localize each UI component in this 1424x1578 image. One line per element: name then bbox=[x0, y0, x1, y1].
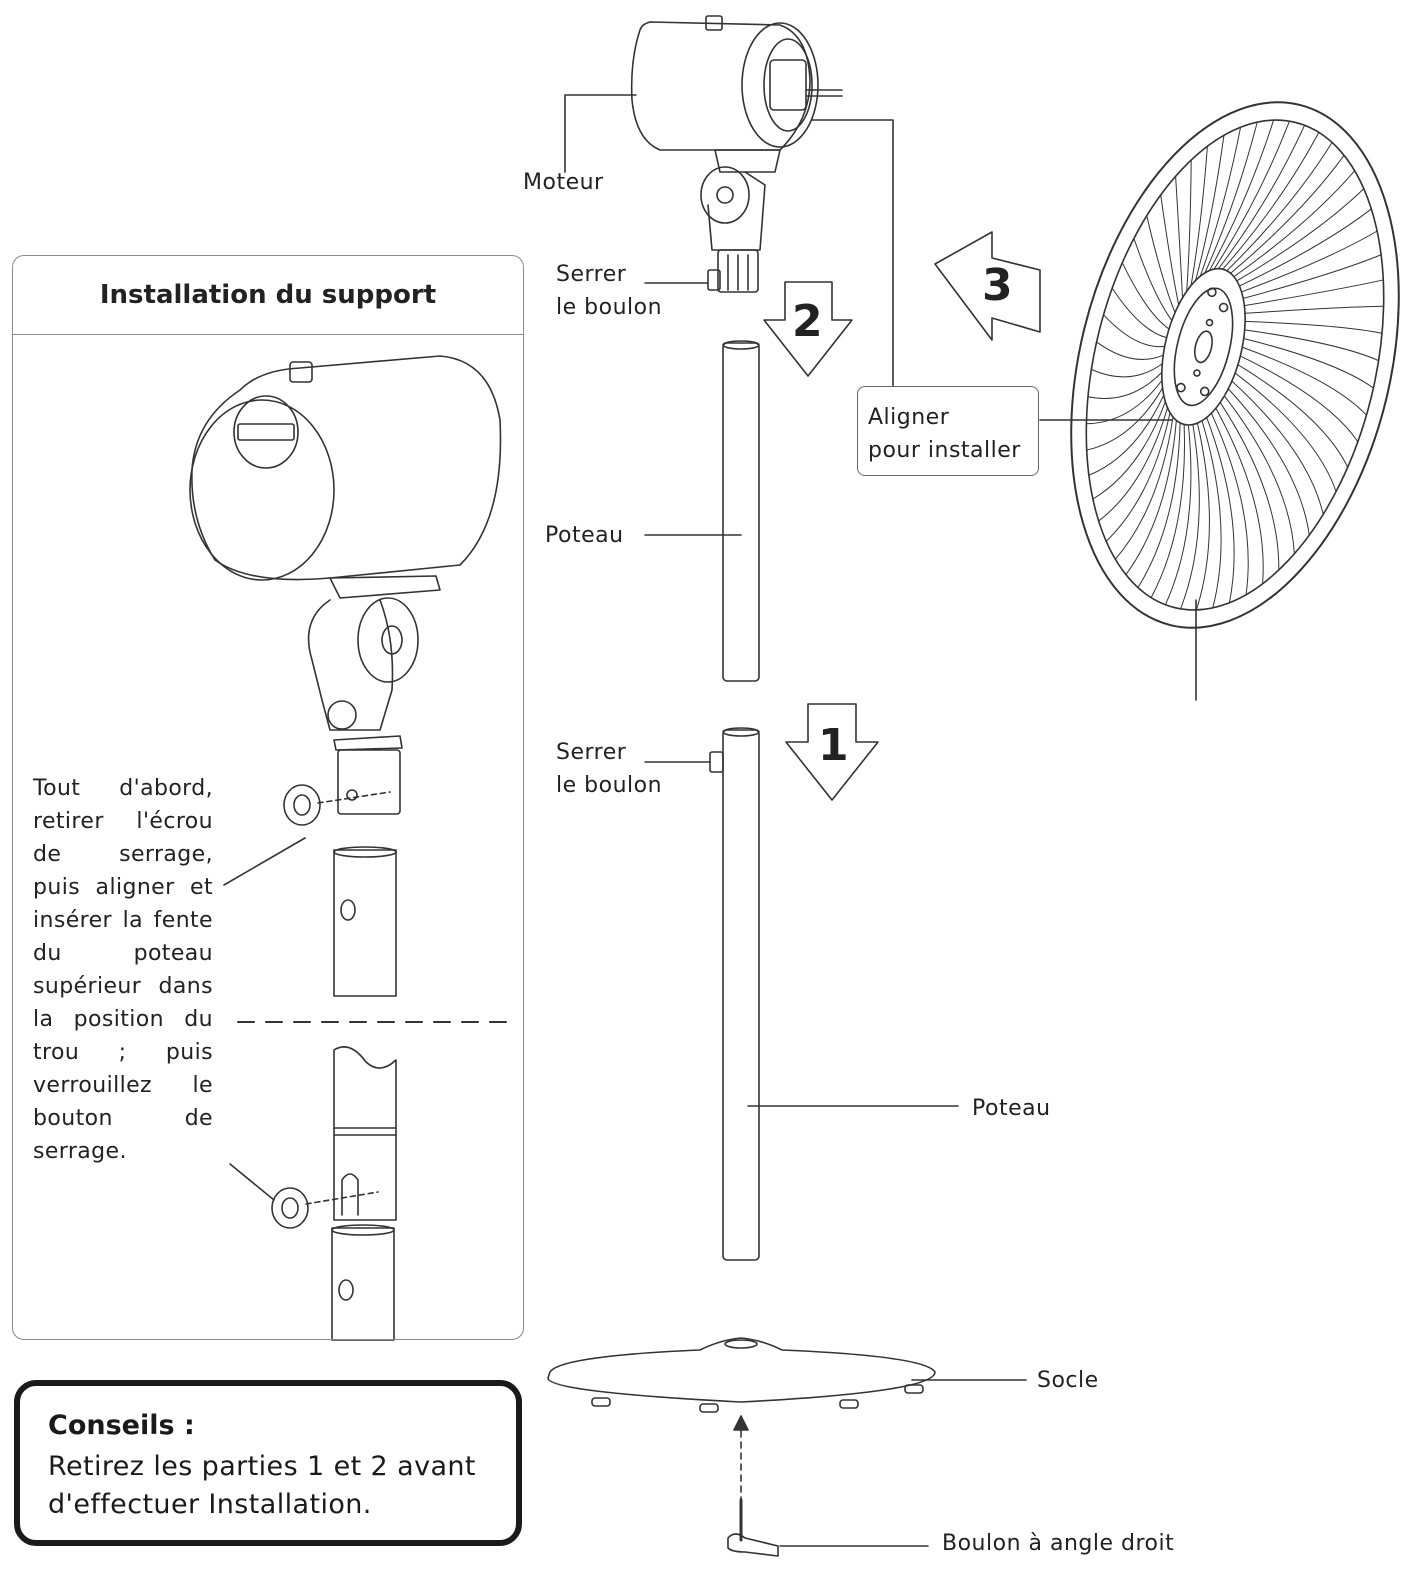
fan-spoke bbox=[1195, 134, 1225, 281]
base-shape bbox=[547, 1337, 936, 1403]
fan-spoke bbox=[1195, 422, 1210, 611]
fan-spoke bbox=[1206, 416, 1235, 604]
fan-spoke bbox=[1175, 175, 1184, 299]
fan-spoke bbox=[1227, 388, 1310, 536]
fan-spoke bbox=[1243, 279, 1384, 307]
fan-spoke bbox=[1125, 419, 1177, 576]
fan-spoke bbox=[1103, 314, 1166, 348]
step-3-number: 3 bbox=[982, 260, 1013, 311]
step-1-number: 1 bbox=[818, 720, 849, 771]
align-callout bbox=[857, 386, 1039, 476]
fan-spoke bbox=[1238, 208, 1372, 287]
fan-spoke bbox=[1199, 126, 1242, 277]
fan-spoke bbox=[1239, 355, 1359, 443]
panel-lower-pole-illustration bbox=[229, 1046, 397, 1341]
panel-motor-illustration bbox=[189, 355, 502, 886]
fan-spoke bbox=[1137, 422, 1181, 589]
fan-spoke bbox=[1150, 423, 1185, 599]
fan-spoke bbox=[1092, 401, 1166, 500]
lower-pole-shape bbox=[722, 729, 760, 1261]
fan-spoke bbox=[1133, 237, 1173, 322]
label-poteau-upper: Poteau bbox=[545, 523, 624, 548]
fan-spoke bbox=[1231, 380, 1324, 515]
fan-spoke bbox=[1226, 141, 1333, 272]
fan-spoke bbox=[1096, 341, 1164, 360]
panel-upper-pole-illustration bbox=[333, 846, 397, 997]
motor-illustration bbox=[630, 15, 843, 293]
label-boulon: Boulon à angle droit bbox=[942, 1531, 1175, 1556]
fan-spoke bbox=[1233, 170, 1356, 278]
fan-spoke bbox=[1086, 387, 1164, 451]
fan-spoke bbox=[1215, 407, 1264, 585]
fan-spoke bbox=[1204, 121, 1258, 274]
fan-spoke bbox=[1242, 254, 1382, 299]
panel-title: Installation du support bbox=[99, 280, 437, 310]
fan-spoke bbox=[1244, 329, 1380, 362]
fan-spoke bbox=[1146, 215, 1176, 314]
panel-divider bbox=[12, 334, 524, 335]
fan-spoke bbox=[1105, 412, 1171, 542]
fan-spoke bbox=[1241, 230, 1378, 293]
fan-spoke bbox=[1098, 407, 1168, 522]
fan-spoke bbox=[1201, 420, 1222, 609]
fan-spoke bbox=[1087, 371, 1163, 399]
fan-spoke bbox=[1236, 188, 1365, 282]
fan-spoke bbox=[1244, 320, 1383, 334]
fan-spoke bbox=[1190, 145, 1208, 286]
fan-spoke bbox=[1164, 424, 1192, 606]
fan-guard-illustration bbox=[1070, 101, 1400, 629]
label-serrer-top-2: le boulon bbox=[556, 295, 663, 320]
fan-spoke bbox=[1234, 372, 1337, 493]
tips-text: Retirez les parties 1 et 2 avant d'effec… bbox=[48, 1451, 476, 1520]
fan-spoke bbox=[1186, 159, 1192, 292]
fan-spoke bbox=[1090, 363, 1163, 378]
label-serrer-mid-1: Serrer bbox=[556, 740, 627, 765]
fan-spoke bbox=[1111, 287, 1168, 339]
fan-spoke bbox=[1160, 194, 1180, 306]
fan-spoke bbox=[1114, 416, 1174, 560]
fan-spoke bbox=[1121, 262, 1170, 330]
support-installation-panel bbox=[12, 255, 524, 1340]
label-socle: Socle bbox=[1037, 1368, 1099, 1393]
label-moteur: Moteur bbox=[523, 170, 604, 195]
fan-spoke bbox=[1213, 120, 1290, 270]
label-aligner-1: Aligner bbox=[868, 405, 950, 430]
fan-spoke bbox=[1218, 124, 1306, 270]
label-aligner-2: pour installer bbox=[868, 438, 1021, 463]
fan-spoke bbox=[1222, 131, 1320, 270]
label-poteau-lower: Poteau bbox=[972, 1096, 1051, 1121]
fan-spoke bbox=[1085, 379, 1163, 425]
fan-spoke bbox=[1210, 412, 1249, 596]
fan-spoke bbox=[1241, 346, 1367, 416]
fan-spoke bbox=[1180, 424, 1200, 610]
label-serrer-mid-2: le boulon bbox=[556, 773, 663, 798]
fan-spoke bbox=[1243, 338, 1374, 389]
upper-pole-shape bbox=[722, 342, 760, 682]
label-serrer-top-1: Serrer bbox=[556, 262, 627, 287]
panel-instruction: Tout d'abord, retirer l'écrou de serrage… bbox=[33, 776, 213, 1164]
fan-spoke bbox=[1237, 364, 1349, 468]
fan-spoke bbox=[1208, 119, 1275, 272]
tips-title: Conseils : bbox=[48, 1410, 195, 1441]
fan-spoke bbox=[1244, 305, 1385, 314]
step-2-number: 2 bbox=[792, 296, 823, 347]
fan-spoke bbox=[1088, 394, 1165, 476]
fan-spoke bbox=[1230, 154, 1345, 274]
fan-spoke bbox=[1219, 401, 1280, 571]
tips-box bbox=[14, 1380, 522, 1546]
fan-spoke bbox=[1223, 395, 1295, 555]
